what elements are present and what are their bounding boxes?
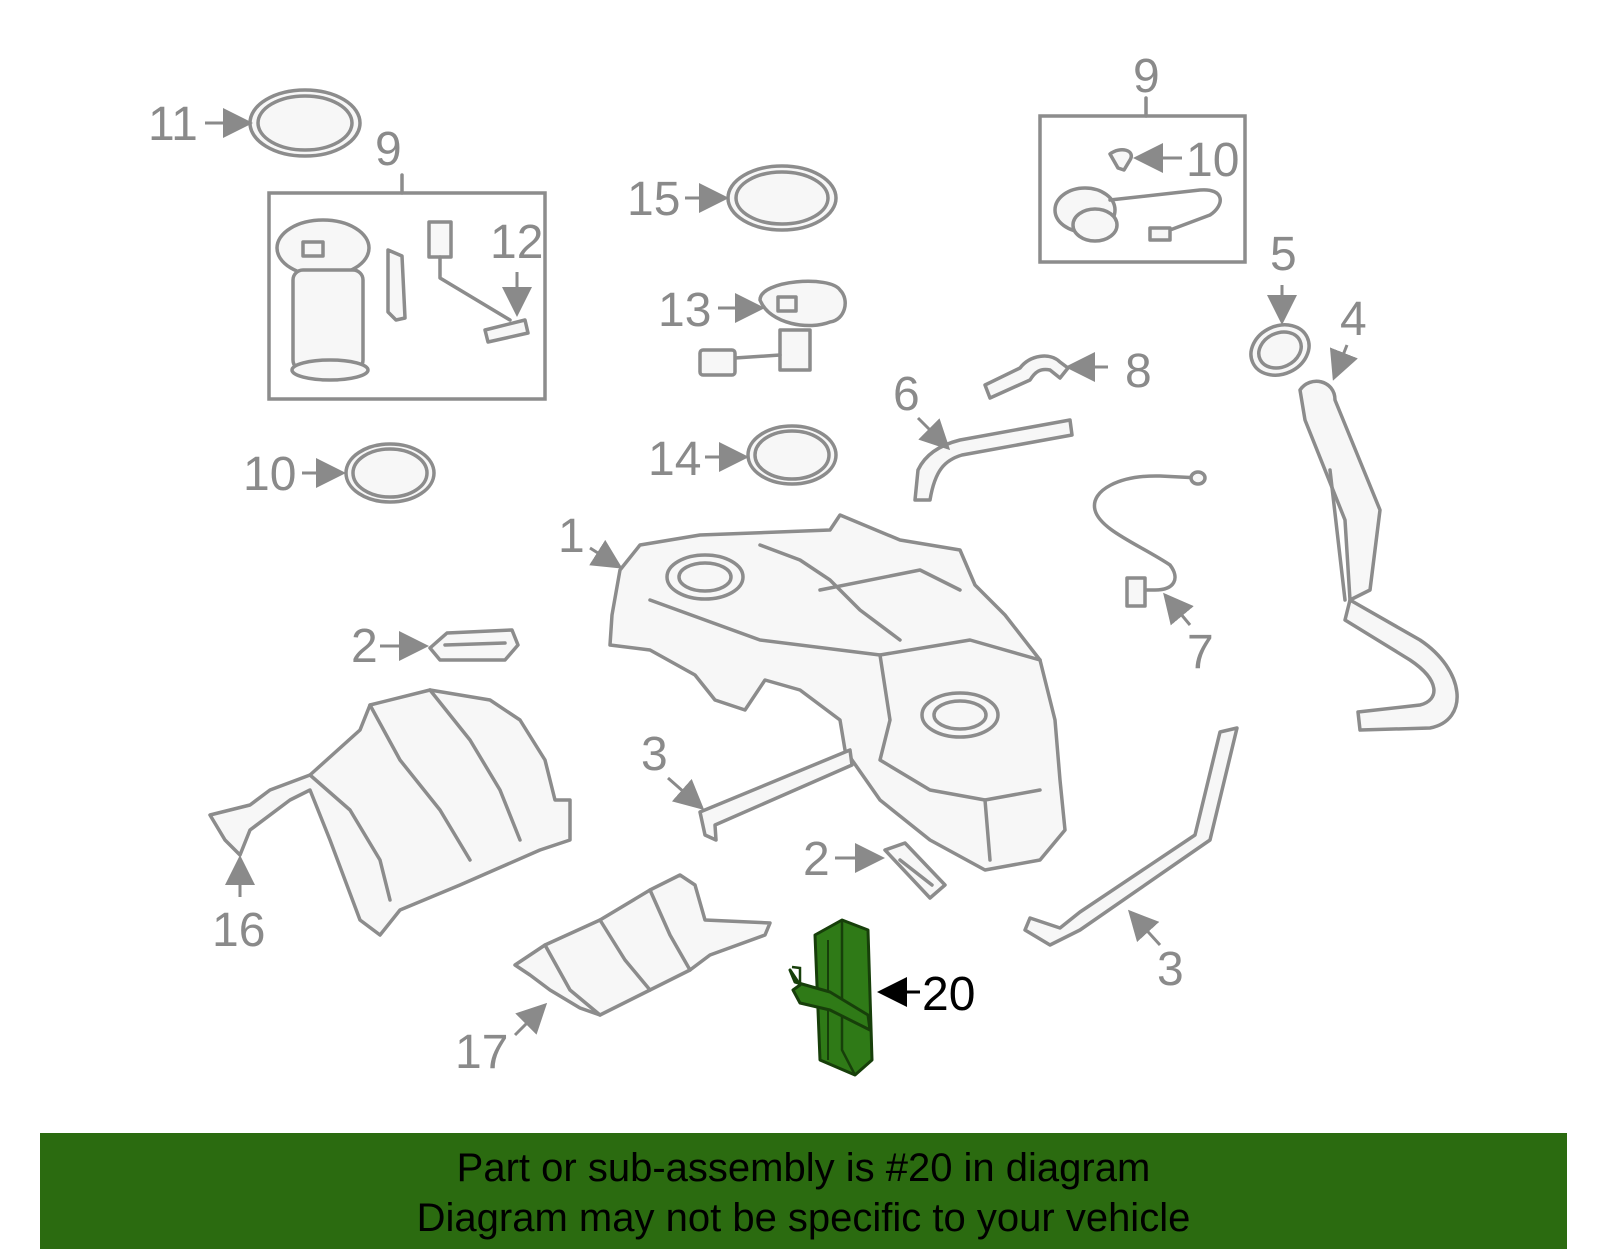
part-3-strap-right [1023, 726, 1239, 947]
leader-6 [916, 416, 951, 451]
leader-4 [1329, 344, 1358, 381]
part-2-pad-upper [428, 628, 520, 662]
part-12-o-ring [344, 442, 436, 504]
part-9-cap-box: 9 10 [1038, 50, 1247, 264]
part-11-pump-module-box: 9 12 [267, 123, 547, 401]
part-8-hose [983, 354, 1070, 400]
callout-5: 5 [1270, 228, 1297, 281]
callout-15: 13 [658, 284, 711, 337]
part-4-filler-neck [1298, 379, 1459, 732]
callout-13: 11 [148, 98, 198, 151]
part-1-fuel-tank [608, 513, 1067, 872]
leader-3a [667, 776, 705, 810]
callout-11: 9 [375, 123, 402, 176]
part-18-heat-shield [208, 688, 572, 937]
callout-8: 8 [1125, 345, 1152, 398]
callout-19: 17 [455, 1026, 508, 1079]
banner-line-2: Diagram may not be specific to your vehi… [416, 1196, 1191, 1240]
callout-7: 7 [1187, 626, 1214, 679]
callout-17: 15 [627, 173, 680, 226]
callout-2a: 2 [351, 620, 378, 673]
callout-12: 10 [243, 448, 296, 501]
callout-9: 9 [1133, 50, 1160, 103]
part-7-wire [1092, 470, 1207, 608]
part-13-gasket [248, 88, 362, 158]
callout-6: 6 [893, 368, 920, 421]
leader-3b [1127, 909, 1162, 947]
leader-7 [1163, 592, 1194, 626]
callout-18: 16 [212, 904, 265, 957]
part-17-gasket [726, 164, 838, 232]
part-20-highlighted-module[interactable] [788, 918, 874, 1077]
part-2-pad-lower [883, 841, 947, 900]
callout-4: 4 [1340, 293, 1367, 346]
part-6-hose [913, 418, 1074, 502]
callout-20: 20 [922, 968, 975, 1021]
banner-line-1: Part or sub-assembly is #20 in diagram [456, 1146, 1151, 1190]
part-15-fuel-sender [698, 279, 847, 377]
callout-1: 1 [558, 510, 585, 563]
part-3-strap-left [698, 748, 854, 842]
part-19-heat-shield [513, 873, 772, 1017]
callout-10: 10 [1186, 134, 1239, 187]
leader-19 [513, 1002, 548, 1037]
leader-1 [589, 539, 623, 569]
callout-2b: 2 [803, 833, 830, 886]
part-5-ring [1249, 323, 1311, 377]
callout-3b: 3 [1157, 943, 1184, 996]
callout-3a: 3 [641, 728, 668, 781]
callout-14: 12 [490, 216, 543, 269]
callout-16: 14 [648, 433, 701, 486]
info-banner: Part or sub-assembly is #20 in diagram D… [40, 1133, 1567, 1249]
part-16-gasket [746, 424, 838, 486]
